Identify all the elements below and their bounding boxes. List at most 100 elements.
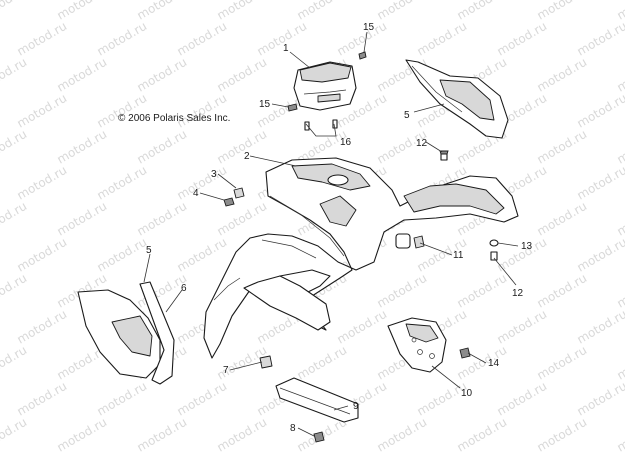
watermark-text: motod.ru [535,127,590,167]
watermark-text: motod.ru [295,343,350,383]
watermark-text: motod.ru [135,55,190,95]
watermark-text: motod.ru [215,415,270,455]
watermark-text: motod.ru [175,379,230,419]
watermark-text: motod.ru [575,19,625,59]
part-12-grommet-lower [490,251,498,261]
callout-9: 9 [353,401,359,412]
watermark-text: motod.ru [215,55,270,95]
callout-3: 3 [211,169,217,180]
watermark-text: motod.ru [495,379,550,419]
watermark-text: motod.ru [375,271,430,311]
watermark-text: motod.ru [95,163,150,203]
part-11-clip [413,235,425,249]
watermark-text: motod.ru [215,199,270,239]
part-14-screw [459,347,471,359]
watermark-text: motod.ru [375,0,430,23]
watermark-text: motod.ru [175,163,230,203]
callout-11: 11 [453,250,464,261]
callout-8: 8 [290,423,296,434]
part-8-screw [313,431,325,443]
callout-5-lower: 5 [146,245,152,256]
watermark-text: motod.ru [175,235,230,275]
watermark-text: motod.ru [455,0,510,23]
part-5-upper-side-panel [405,59,509,139]
watermark-text: motod.ru [615,0,625,23]
watermark-text: motod.ru [15,19,70,59]
watermark-text: motod.ru [535,55,590,95]
watermark-text: motod.ru [575,163,625,203]
watermark-text: motod.ru [455,415,510,455]
watermark-text: motod.ru [535,415,590,455]
callout-5-upper: 5 [404,110,410,121]
watermark-text: motod.ru [15,379,70,419]
watermark-text: motod.ru [615,343,625,383]
watermark-text: motod.ru [615,415,625,455]
watermark-text: motod.ru [55,0,110,23]
watermark-text: motod.ru [215,127,270,167]
watermark-text: motod.ru [175,19,230,59]
callout-14: 14 [488,358,500,369]
part-6-trim-strip [139,281,175,385]
watermark-text: motod.ru [15,235,70,275]
part-13-washer [489,239,499,247]
callout-6: 6 [181,283,187,294]
callout-labels: 1 15 5 15 16 12 2 3 4 11 13 12 5 6 7 10 … [146,22,533,434]
watermark-text: motod.ru [455,271,510,311]
part-15-screw-left [287,103,298,112]
part-3-clip [233,187,245,199]
watermark-text: motod.ru [535,199,590,239]
watermark-text: motod.ru [95,235,150,275]
watermark-text: motod.ru [95,19,150,59]
watermark-text: motod.ru [375,415,430,455]
watermark-text: motod.ru [15,91,70,131]
part-10-bracket [387,317,447,373]
watermark-text: motod.ru [575,307,625,347]
part-9-bracket-plate [275,377,359,423]
part-15-screw-top [358,51,367,60]
leader-lines [143,31,519,437]
part-2-front-cab [203,157,519,359]
watermark-text: motod.ru [575,91,625,131]
watermark-text: motod.ru [55,127,110,167]
watermark-text: motod.ru [535,271,590,311]
watermark-text: motod.ru [0,271,29,311]
watermark-text: motod.ru [95,91,150,131]
watermark-text: motod.ru [535,343,590,383]
watermark-text: motod.ru [615,127,625,167]
callout-15-top: 15 [363,22,375,33]
watermark-text: motod.ru [0,0,29,23]
callout-2: 2 [244,151,250,162]
watermark-text: motod.ru [135,0,190,23]
part-7-nut [259,355,273,369]
watermark-text: motod.ru [135,127,190,167]
callout-7: 7 [223,365,229,376]
watermark-text: motod.ru [0,415,29,455]
watermark-text: motod.ru [175,91,230,131]
copyright-text: © 2006 Polaris Sales Inc. [118,113,230,124]
callout-16: 16 [340,137,352,148]
watermark-text: motod.ru [215,0,270,23]
watermark-text: motod.ru [295,0,350,23]
watermark-text: motod.ru [0,343,29,383]
watermark-text: motod.ru [15,307,70,347]
callout-1: 1 [283,43,289,54]
watermark-text: motod.ru [495,19,550,59]
watermark-text: motod.ru [495,307,550,347]
callout-10: 10 [461,388,473,399]
watermark-text: motod.ru [135,199,190,239]
watermark-text: motod.ru [615,199,625,239]
part-4-screw [223,197,235,207]
watermark-text: motod.ru [615,55,625,95]
watermark-text: motod.ru [255,19,310,59]
watermark-text: motod.ru [15,163,70,203]
watermark-text: motod.ru [135,415,190,455]
watermark-text: motod.ru [575,235,625,275]
watermark-text: motod.ru [0,127,29,167]
part-12-grommet-top [439,150,449,161]
callout-13: 13 [521,241,533,252]
watermark-text: motod.ru [535,0,590,23]
part-1-upper-pod [293,61,357,111]
callout-4: 4 [193,188,199,199]
watermark-text: motod.ru [0,199,29,239]
